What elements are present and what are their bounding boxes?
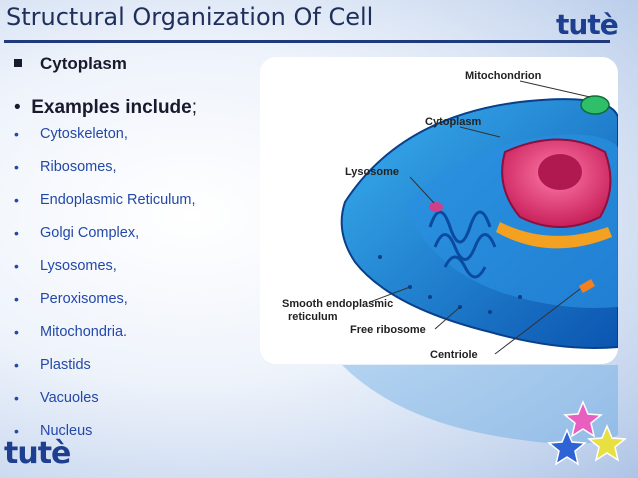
leader-lines [369,80,591,355]
bullet-icon: • [14,159,19,175]
heading-text: Cytoplasm [40,54,127,73]
mitochondrion [580,95,610,115]
list-item-text: Cytoskeleton, [40,126,128,142]
list-item: • Cytoskeleton, [14,126,196,159]
bullet-icon: • [14,291,19,307]
label-lysosome: Lysosome [345,166,399,178]
centriole [578,279,596,293]
bullet-icon: • [14,192,19,208]
list-item-text: Mitochondria. [40,324,128,340]
list-item-text: Lysosomes, [40,258,117,274]
bullet-icon: • [14,324,19,340]
slide-title: Structural Organization Of Cell [6,3,374,31]
list-item: • Vacuoles [14,390,196,423]
list-item: • Lysosomes, [14,258,196,291]
list-item: • Endoplasmic Reticulum, [14,192,196,225]
list-item: • Plastids [14,357,196,390]
bullet-icon: • [14,357,19,373]
decorative-stars-icon [547,400,627,466]
tute-logo-top: tutè [556,8,619,41]
list-item-text: Peroxisomes, [40,291,128,307]
section-heading: Cytoplasm [14,54,127,74]
bullet-icon: • [14,126,19,142]
figure-reflection [342,365,618,444]
list-item-text: Plastids [40,357,91,373]
list-item: • Peroxisomes, [14,291,196,324]
list-item-text: Endoplasmic Reticulum, [40,192,196,208]
list-item-text: Nucleus [40,423,93,439]
bullet-icon: • [14,97,32,118]
nuclear-envelope [496,222,612,249]
endoplasmic-reticulum [428,210,497,279]
label-centriole: Centriole [430,349,478,361]
examples-list: • Cytoskeleton, • Ribosomes, • Endoplasmic … [14,126,196,456]
square-bullet-icon [14,58,22,67]
list-item: • Ribosomes, [14,159,196,192]
bullet-icon: • [14,423,19,439]
lysosome [429,202,443,212]
cell-diagram: Mitochondrion Cytoplasm Lysosome Smooth … [260,57,618,364]
bullet-icon: • [14,258,19,274]
list-item-text: Vacuoles [40,390,99,406]
list-item-text: Ribosomes, [40,159,117,175]
label-smooth-er-2: reticulum [288,311,338,323]
bullet-icon: • [14,390,19,406]
nucleolus [538,154,582,190]
label-smooth-er-1: Smooth endoplasmic [282,298,393,310]
title-divider [4,40,610,43]
list-item: • Nucleus [14,423,196,456]
label-free-ribosome: Free ribosome [350,324,426,336]
examples-line: • Examples include; [14,97,197,119]
tute-logo-bottom: tutè [4,436,71,471]
list-item: • Mitochondria. [14,324,196,357]
label-cytoplasm: Cytoplasm [425,116,481,128]
examples-punct: ; [191,97,198,118]
list-item-text: Golgi Complex, [40,225,140,241]
list-item: • Golgi Complex, [14,225,196,258]
examples-label: Examples include [31,97,192,118]
label-mitochondrion: Mitochondrion [465,70,542,82]
cell-diagram-svg: Mitochondrion Cytoplasm Lysosome Smooth … [282,70,618,361]
bullet-icon: • [14,225,19,241]
